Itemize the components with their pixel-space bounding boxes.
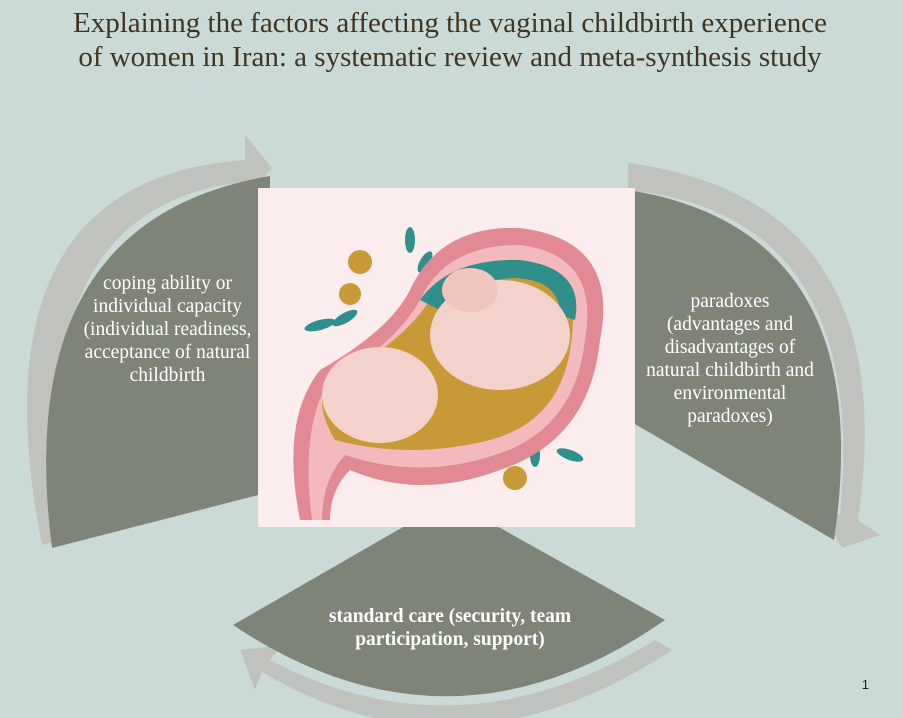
bottom-cycle-arrow — [240, 640, 672, 718]
right-cycle-arrow — [628, 163, 880, 548]
page-number: 1 — [861, 677, 869, 692]
segment-standard-care-text: standard care (security, team participat… — [328, 606, 572, 650]
fetus-illustration — [258, 188, 635, 527]
left-segment — [46, 176, 271, 548]
left-cycle-arrow — [27, 135, 273, 545]
right-segment — [628, 190, 842, 540]
segment-coping-ability-text: coping ability or individual capacity (i… — [83, 273, 252, 386]
slide-title: Explaining the factors affecting the vag… — [73, 7, 827, 73]
bottom-segment — [233, 500, 665, 697]
segment-paradoxes-text: paradoxes (advantages and disadvantages … — [646, 291, 814, 427]
